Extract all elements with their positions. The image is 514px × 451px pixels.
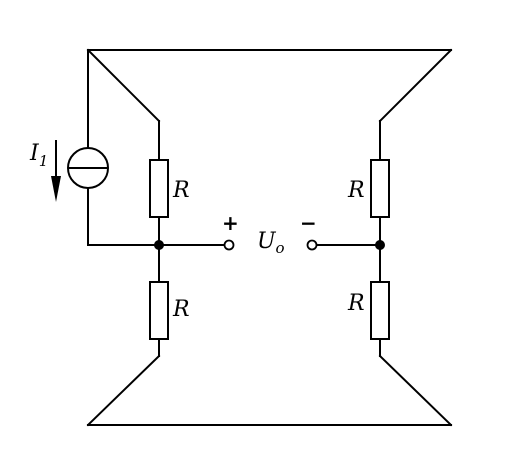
right-bottom-diagonal <box>378 354 453 427</box>
left-bottom-diagonal <box>86 354 161 427</box>
resistor-right-bottom <box>370 281 390 340</box>
source-label: I1 <box>29 141 48 170</box>
current-source <box>67 147 109 189</box>
terminal-plus <box>223 239 235 251</box>
resistor-label-right-bottom: R <box>347 291 365 316</box>
left-top-diagonal <box>86 48 161 123</box>
resistor-label-left-top: R <box>172 178 190 203</box>
resistor-label-right-top: R <box>347 178 365 203</box>
plus-sign: + <box>222 211 239 235</box>
current-arrow-icon <box>51 140 61 202</box>
resistor-left-bottom <box>149 281 169 340</box>
output-voltage-label: Uo <box>257 229 285 257</box>
resistor-right-top <box>370 159 390 218</box>
resistor-label-left-bottom: R <box>172 297 190 322</box>
right-top-diagonal <box>378 48 453 123</box>
resistor-left-top <box>149 159 169 218</box>
terminal-minus <box>306 239 318 251</box>
minus-sign: − <box>300 211 317 235</box>
